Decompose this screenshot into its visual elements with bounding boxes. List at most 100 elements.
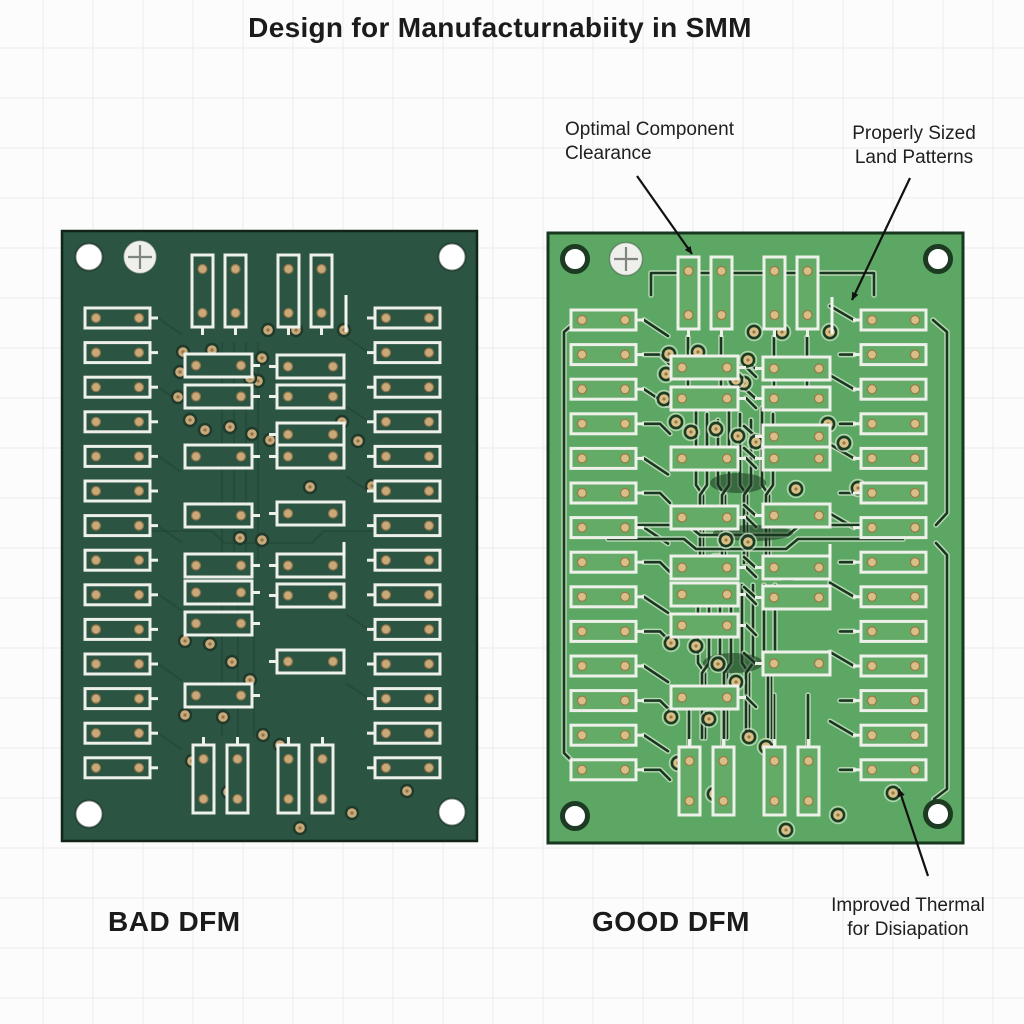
component-pad [380,416,392,427]
component-pad [803,755,814,767]
component-pad [380,520,392,531]
component-pad [423,762,435,773]
component-pad [721,512,733,523]
smd-component [183,352,260,379]
smd-component [853,412,928,436]
component-pad [676,562,688,573]
component-pad [283,793,294,805]
component-pad [282,391,294,402]
via-pad [828,805,848,825]
component-pad [909,764,921,775]
component-pad [316,307,327,319]
component-pad [716,265,727,277]
via-pad [254,350,270,366]
component-pad [133,762,145,773]
smd-component [83,410,158,434]
smd-component [853,377,928,401]
smd-component [669,554,746,581]
via-pad [177,633,193,649]
component-pad [676,512,688,523]
component-pad [327,429,339,440]
smd-component [853,585,928,609]
component-pad [768,510,780,521]
trace [828,304,856,322]
smd-component [853,446,928,470]
smd-component [755,423,832,450]
smd-component [83,341,158,365]
smd-component [367,583,442,607]
component-pad [768,562,780,573]
component-pad [866,660,878,672]
smd-component [309,253,334,335]
trace [744,396,758,410]
mounting-hole [437,797,467,827]
component-pad [768,363,780,374]
component-pad [619,557,631,568]
component-pad [716,309,727,321]
smd-component [83,514,158,538]
smd-component [853,343,928,367]
via-pad [197,422,213,438]
smd-component [83,652,158,676]
smd-component [853,516,928,540]
smd-component [676,255,701,337]
trace [642,422,672,436]
component-pad [768,393,780,404]
component-pad [423,382,435,393]
component-pad [283,263,294,275]
component-pad [909,522,921,533]
mounting-hole [560,801,590,831]
component-pad [576,314,588,326]
via-pad [739,727,759,747]
smd-component [853,654,928,678]
smd-component [669,612,746,639]
component-pad [619,314,631,326]
smd-component [762,739,787,817]
component-pad [769,265,780,277]
component-pad [909,730,921,741]
trace [744,695,758,709]
trace [157,317,182,335]
component-pad [619,695,631,706]
smd-component [569,446,644,470]
trace [157,525,182,543]
component-pad [423,416,435,427]
annotation-line: Optimal Component [565,119,734,140]
component-pad [317,793,328,805]
component-pad [232,793,243,805]
trace [744,565,758,579]
smd-component [367,375,442,399]
component-pad [133,658,145,670]
mounting-hole [923,244,953,274]
arrow-thermal [897,788,930,877]
smd-component [367,652,442,676]
smd-component [367,721,442,745]
via-pad [224,654,240,670]
component-pad [619,522,631,533]
smd-component [709,255,734,337]
component-pad [316,263,327,275]
component-pad [718,795,729,807]
component-pad [380,728,392,739]
component-pad [866,730,878,741]
via-pad [399,783,415,799]
smd-component [569,619,644,643]
component-pad [423,485,435,497]
smd-component [569,377,644,401]
component-pad [676,589,688,600]
component-pad [576,418,588,429]
via-pad [336,322,352,338]
via-pad [254,532,270,548]
smd-component [83,583,158,607]
mounting-hole [74,242,104,272]
via-pad [738,532,758,552]
component-pad [676,620,688,631]
component-pad [676,453,688,464]
trace [642,699,672,712]
component-pad [909,418,921,429]
component-pad [866,384,878,395]
component-pad [190,510,202,521]
component-pad [576,695,588,706]
component-pad [133,728,145,739]
trace [742,555,757,569]
